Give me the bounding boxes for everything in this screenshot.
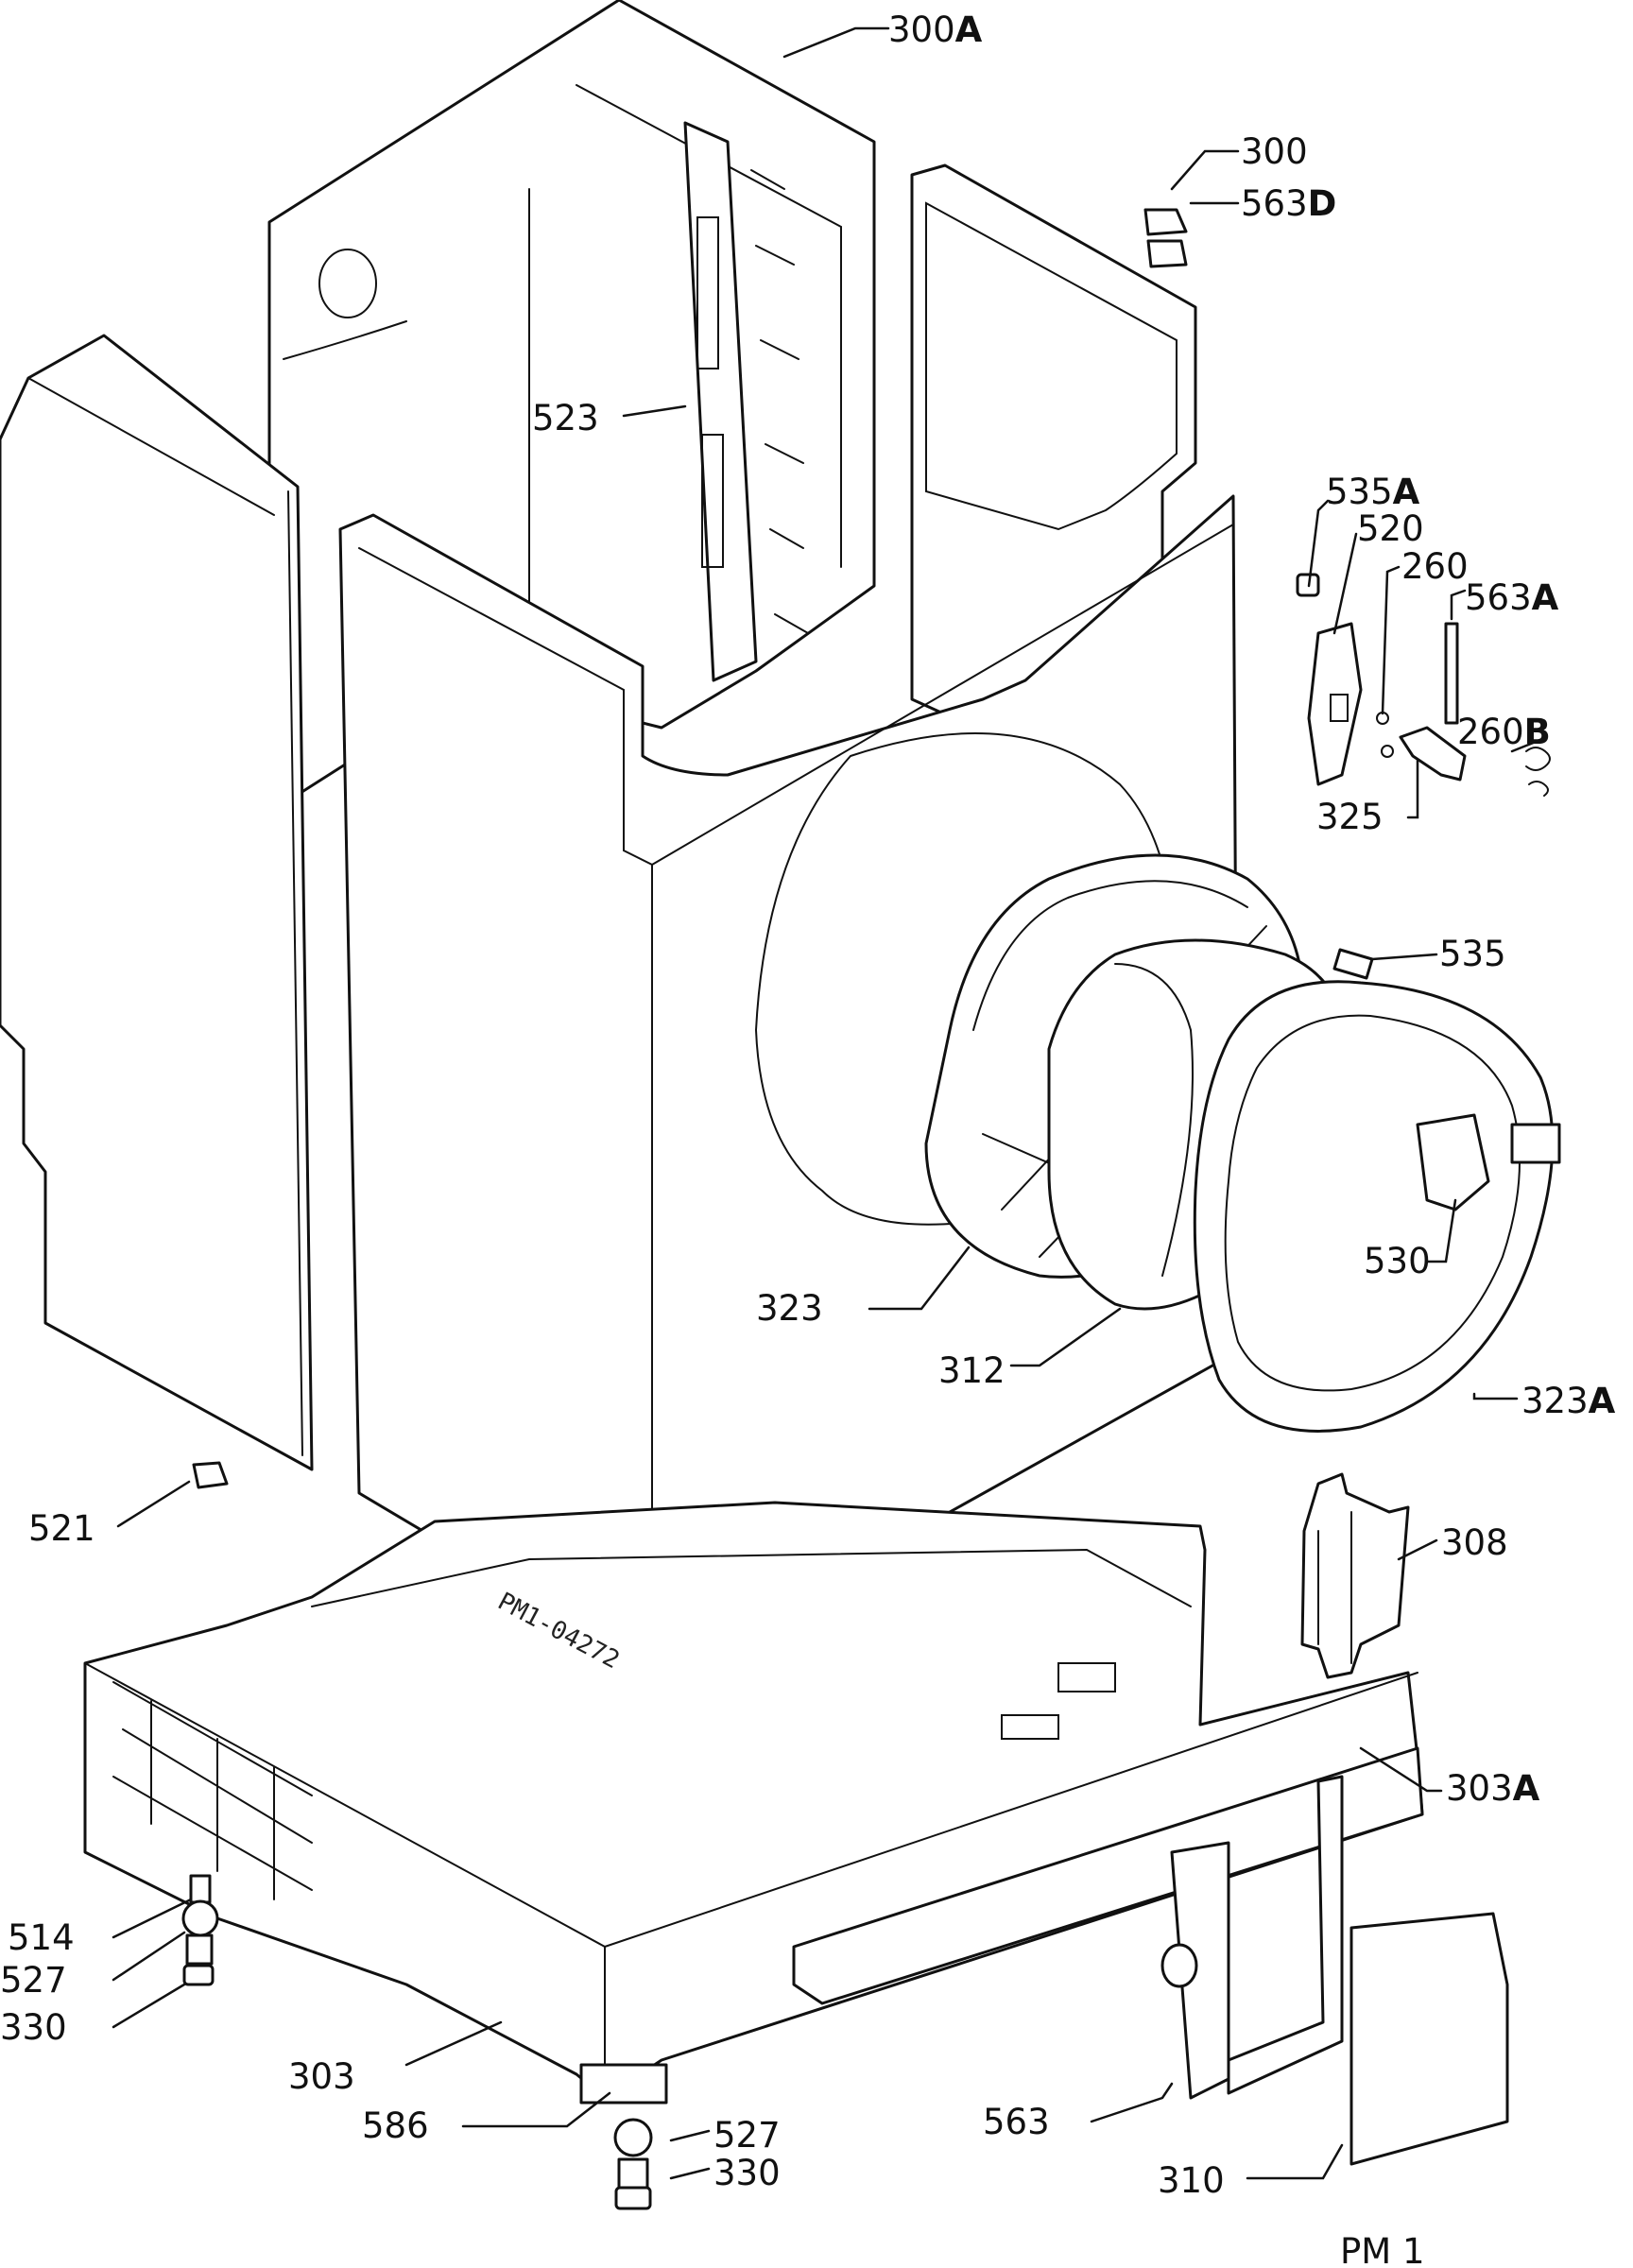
- callout-303a: 303A: [1446, 1768, 1540, 1809]
- callout-586: 586: [362, 2105, 429, 2146]
- front-cabinet: [338, 494, 1240, 1675]
- callout-260: 260: [1401, 546, 1469, 587]
- callout-520: 520: [1357, 508, 1424, 549]
- callout-527b: 527: [713, 2115, 781, 2156]
- cabinet-drawing: [0, 0, 1561, 2210]
- callout-330: 330: [0, 2007, 67, 2048]
- callout-535: 535: [1439, 934, 1506, 974]
- inner-rail-523: [683, 121, 809, 682]
- leader-lines: [112, 26, 1538, 2180]
- callout-323a: 323A: [1521, 1381, 1616, 1421]
- callout-310: 310: [1158, 2160, 1225, 2201]
- hinge-308: [1300, 1472, 1410, 1679]
- callout-535a: 535A: [1326, 472, 1420, 512]
- front-plinth: [792, 1746, 1424, 2005]
- callout-323: 323: [756, 1288, 823, 1329]
- callout-563d: 563D: [1241, 183, 1336, 224]
- callout-325: 325: [1316, 797, 1384, 837]
- callout-260b: 260B: [1457, 712, 1551, 752]
- feet-assembly: [181, 1874, 668, 2210]
- callout-521: 521: [28, 1508, 95, 1549]
- base-frame-303: [83, 1501, 1424, 2100]
- callout-300: 300: [1241, 131, 1308, 172]
- callout-523: 523: [532, 398, 599, 438]
- callout-330b: 330: [713, 2153, 781, 2193]
- callout-563: 563: [983, 2102, 1050, 2142]
- door-323a: [1193, 980, 1561, 1433]
- latch-assembly: [192, 208, 1551, 1489]
- access-panel-310: [1160, 1775, 1509, 2166]
- callout-308: 308: [1441, 1522, 1508, 1563]
- sheet-label: PM 1: [1340, 2231, 1425, 2268]
- callout-300a: 300A: [888, 9, 983, 50]
- callout-312: 312: [938, 1350, 1006, 1391]
- callout-303: 303: [288, 2056, 355, 2097]
- callout-530: 530: [1364, 1241, 1431, 1281]
- callout-563a: 563A: [1465, 577, 1559, 618]
- callout-527: 527: [0, 1960, 67, 2001]
- left-side-panel: [0, 334, 314, 1471]
- callout-514: 514: [8, 1917, 75, 1958]
